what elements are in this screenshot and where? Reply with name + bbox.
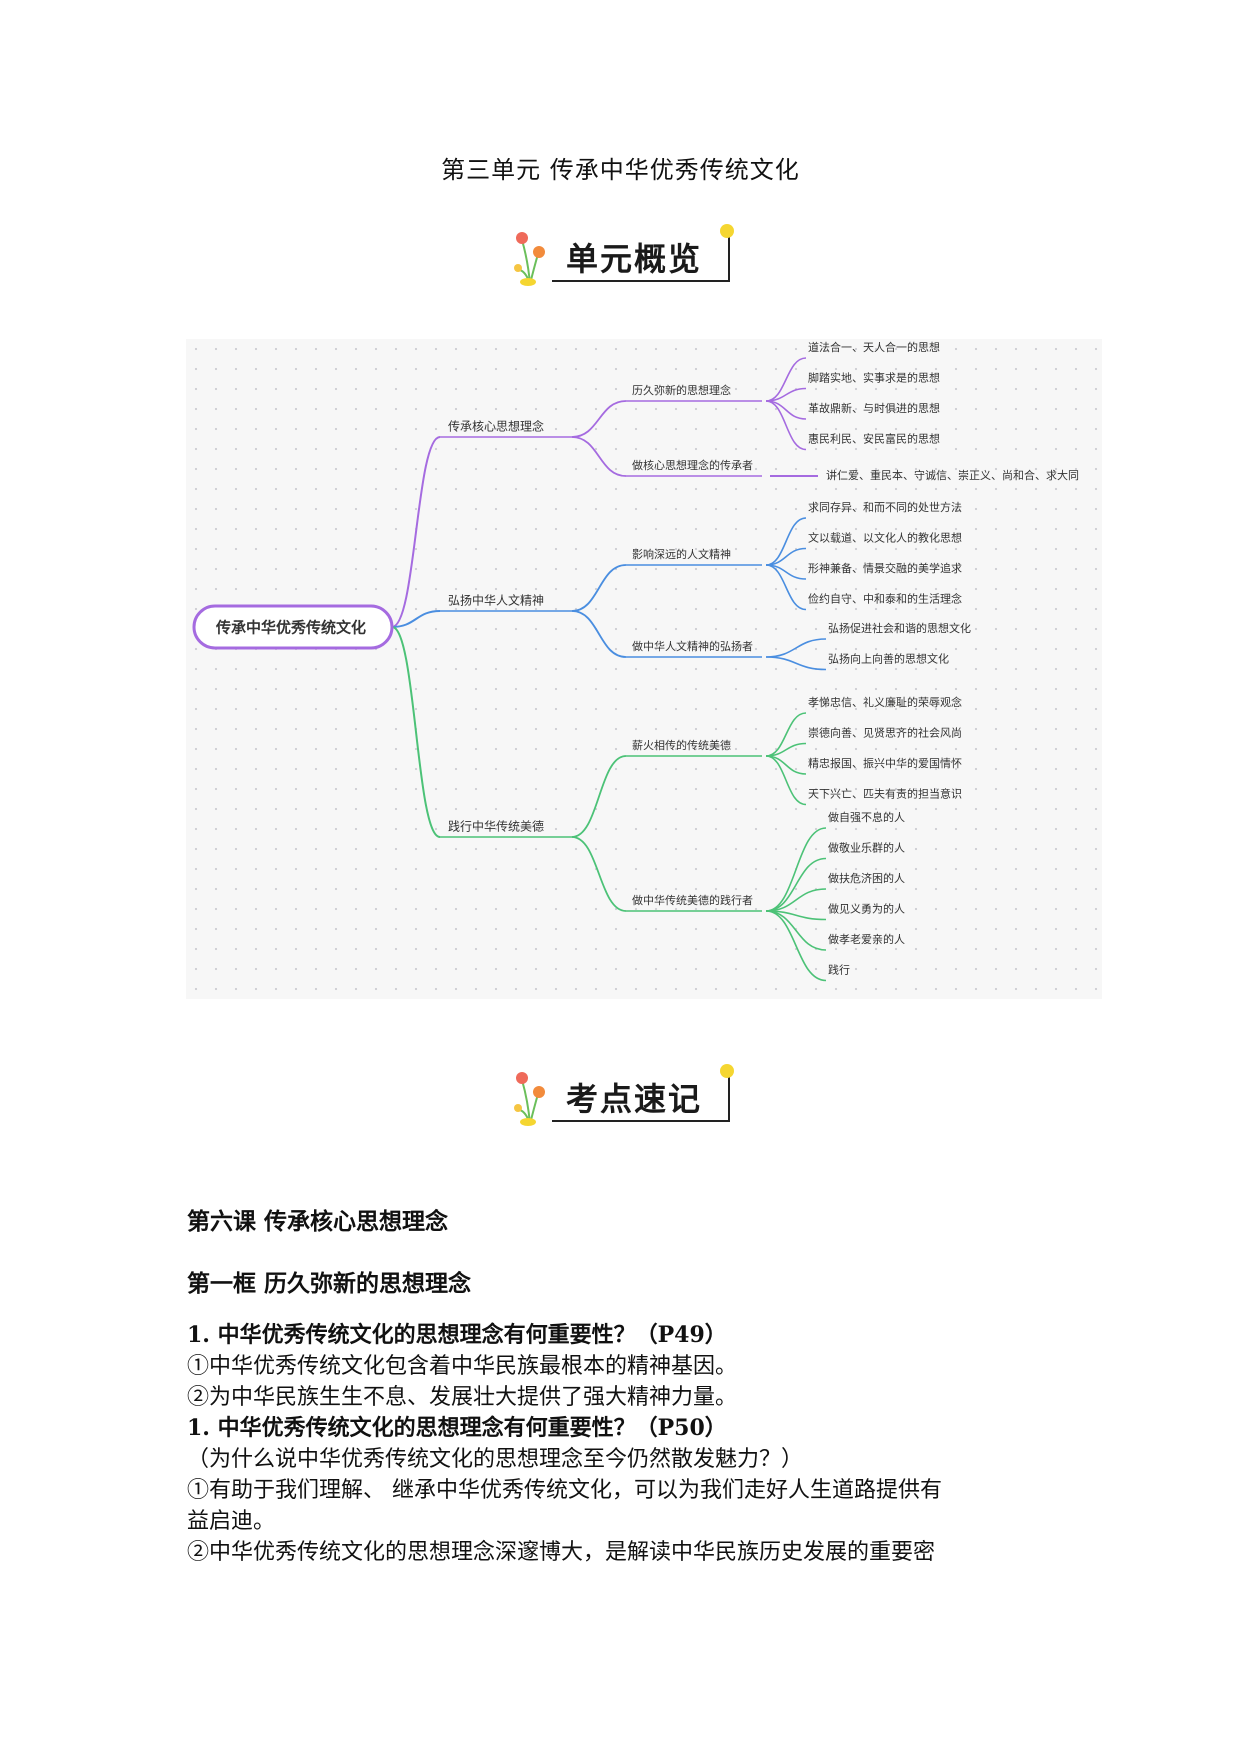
connector-line [765,910,827,982]
branch-label: 弘扬中华人文精神 [448,593,544,608]
sub-label: 做中华传统美德的践行者 [632,893,753,907]
question: 1. 中华优秀传统文化的思想理念有何重要性？（P49） [187,1322,727,1348]
mind-map-canvas: 传承核心思想理念 历久弥新的思想理念 道法合一、天人合一的思想脚踏实地、实事求是的思… [192,340,1079,982]
leaf-label: 孝悌忠信、礼义廉耻的荣辱观念 [808,695,962,709]
connector-line [765,712,807,757]
leaf-label: 崇德向善、见贤思齐的社会风尚 [808,726,962,740]
connector-line [765,638,827,658]
connector-line [571,836,627,912]
question-subtitle: （为什么说中华优秀传统文化的思想理念至今仍然散发魅力？） [187,1447,804,1472]
root-label: 传承中华优秀传统文化 [215,619,366,637]
leaf-label: 做孝老爱亲的人 [828,932,905,946]
flower-icon [514,1072,545,1126]
answer-line: ①中华优秀传统文化包含着中华民族最根本的精神基因。 [187,1354,738,1379]
flower-icon [514,232,545,286]
branch-label: 践行中华传统美德 [448,819,544,834]
leaf-label: 文以载道、以文化人的教化思想 [808,531,962,545]
connector-line [571,564,627,612]
sub-label: 影响深远的人文精神 [632,547,731,561]
connector-line [765,517,807,566]
connector-line [571,400,627,438]
connector-line [765,400,807,451]
answer-line: ①有助于我们理解、 继承中华优秀传统文化，可以为我们走好人生道路提供有 [187,1478,942,1503]
mind-map: 传承核心思想理念 历久弥新的思想理念 道法合一、天人合一的思想脚踏实地、实事求是的思… [186,339,1102,999]
connector-line [391,610,441,628]
connector-line [765,827,827,912]
leaf-label: 形神兼备、情景交融的美学追求 [808,561,962,575]
sub-label: 薪火相传的传统美德 [632,738,731,752]
connector-line [391,626,441,838]
connector-line [765,857,827,912]
root-node [192,604,394,650]
key-points-badge: 考点速记 [508,1062,734,1132]
answer-line: ②中华优秀传统文化的思想理念深邃博大，是解读中华民族历史发展的重要密 [187,1540,936,1565]
connector-line [765,400,807,420]
unit-overview-badge: 单元概览 [508,222,734,292]
answer-line: 益启迪。 [187,1509,276,1534]
page-title: 第三单元 传承中华优秀传统文化 [441,156,800,184]
connector-line [571,755,627,838]
question: 1. 中华优秀传统文化的思想理念有何重要性？（P50） [187,1415,727,1441]
badge-title: 考点速记 [566,1080,703,1118]
branch-label: 传承核心思想理念 [448,419,544,434]
leaf-label: 做敬业乐群的人 [828,841,905,855]
sub-label: 历久弥新的思想理念 [632,383,731,397]
answer-line: ②为中华民族生生不息、发展壮大提供了强大精神力量。 [187,1385,738,1410]
connector-line [765,888,827,912]
connector-line [765,755,807,775]
leaf-label: 惠民利民、安民富民的思想 [808,432,940,446]
leaf-label: 天下兴亡、匹夫有责的担当意识 [808,787,962,801]
section-title: 第一框 历久弥新的思想理念 [187,1270,472,1297]
leaf-label: 践行 [828,963,850,977]
leaf-label: 道法合一、天人合一的思想 [808,340,940,354]
lesson-body: 1. 中华优秀传统文化的思想理念有何重要性？（P49） ①中华优秀传统文化包含着… [187,1320,1067,1568]
connector-line [571,436,627,477]
connector-line [765,357,807,402]
sub-label: 做中华人文精神的弘扬者 [632,639,753,653]
leaf-label: 做扶危济困的人 [828,871,905,885]
connector-line [391,436,441,628]
leaf-label: 求同存异、和而不同的处世方法 [808,500,962,514]
badge-title: 单元概览 [566,240,703,278]
connector-line [765,656,827,671]
connector-line [765,755,807,806]
leaf-label: 弘扬促进社会和谐的思想文化 [828,621,971,635]
leaf-label: 弘扬向上向善的思想文化 [828,652,949,666]
lesson-title: 第六课 传承核心思想理念 [187,1208,449,1235]
leaf-label: 俭约自守、中和泰和的生活理念 [808,592,962,606]
leaf-label: 脚踏实地、实事求是的思想 [808,371,940,385]
connector-line [571,610,627,658]
leaf-label: 讲仁爱、重民本、守诚信、崇正义、尚和合、求大同 [826,468,1079,482]
leaf-label: 精忠报国、振兴中华的爱国情怀 [808,756,962,770]
leaf-label: 做见义勇为的人 [828,902,905,916]
leaf-label: 革故鼎新、与时俱进的思想 [808,401,940,415]
leaf-label: 做自强不息的人 [828,810,905,824]
sub-label: 做核心思想理念的传承者 [632,458,753,472]
connector-line [765,564,807,611]
